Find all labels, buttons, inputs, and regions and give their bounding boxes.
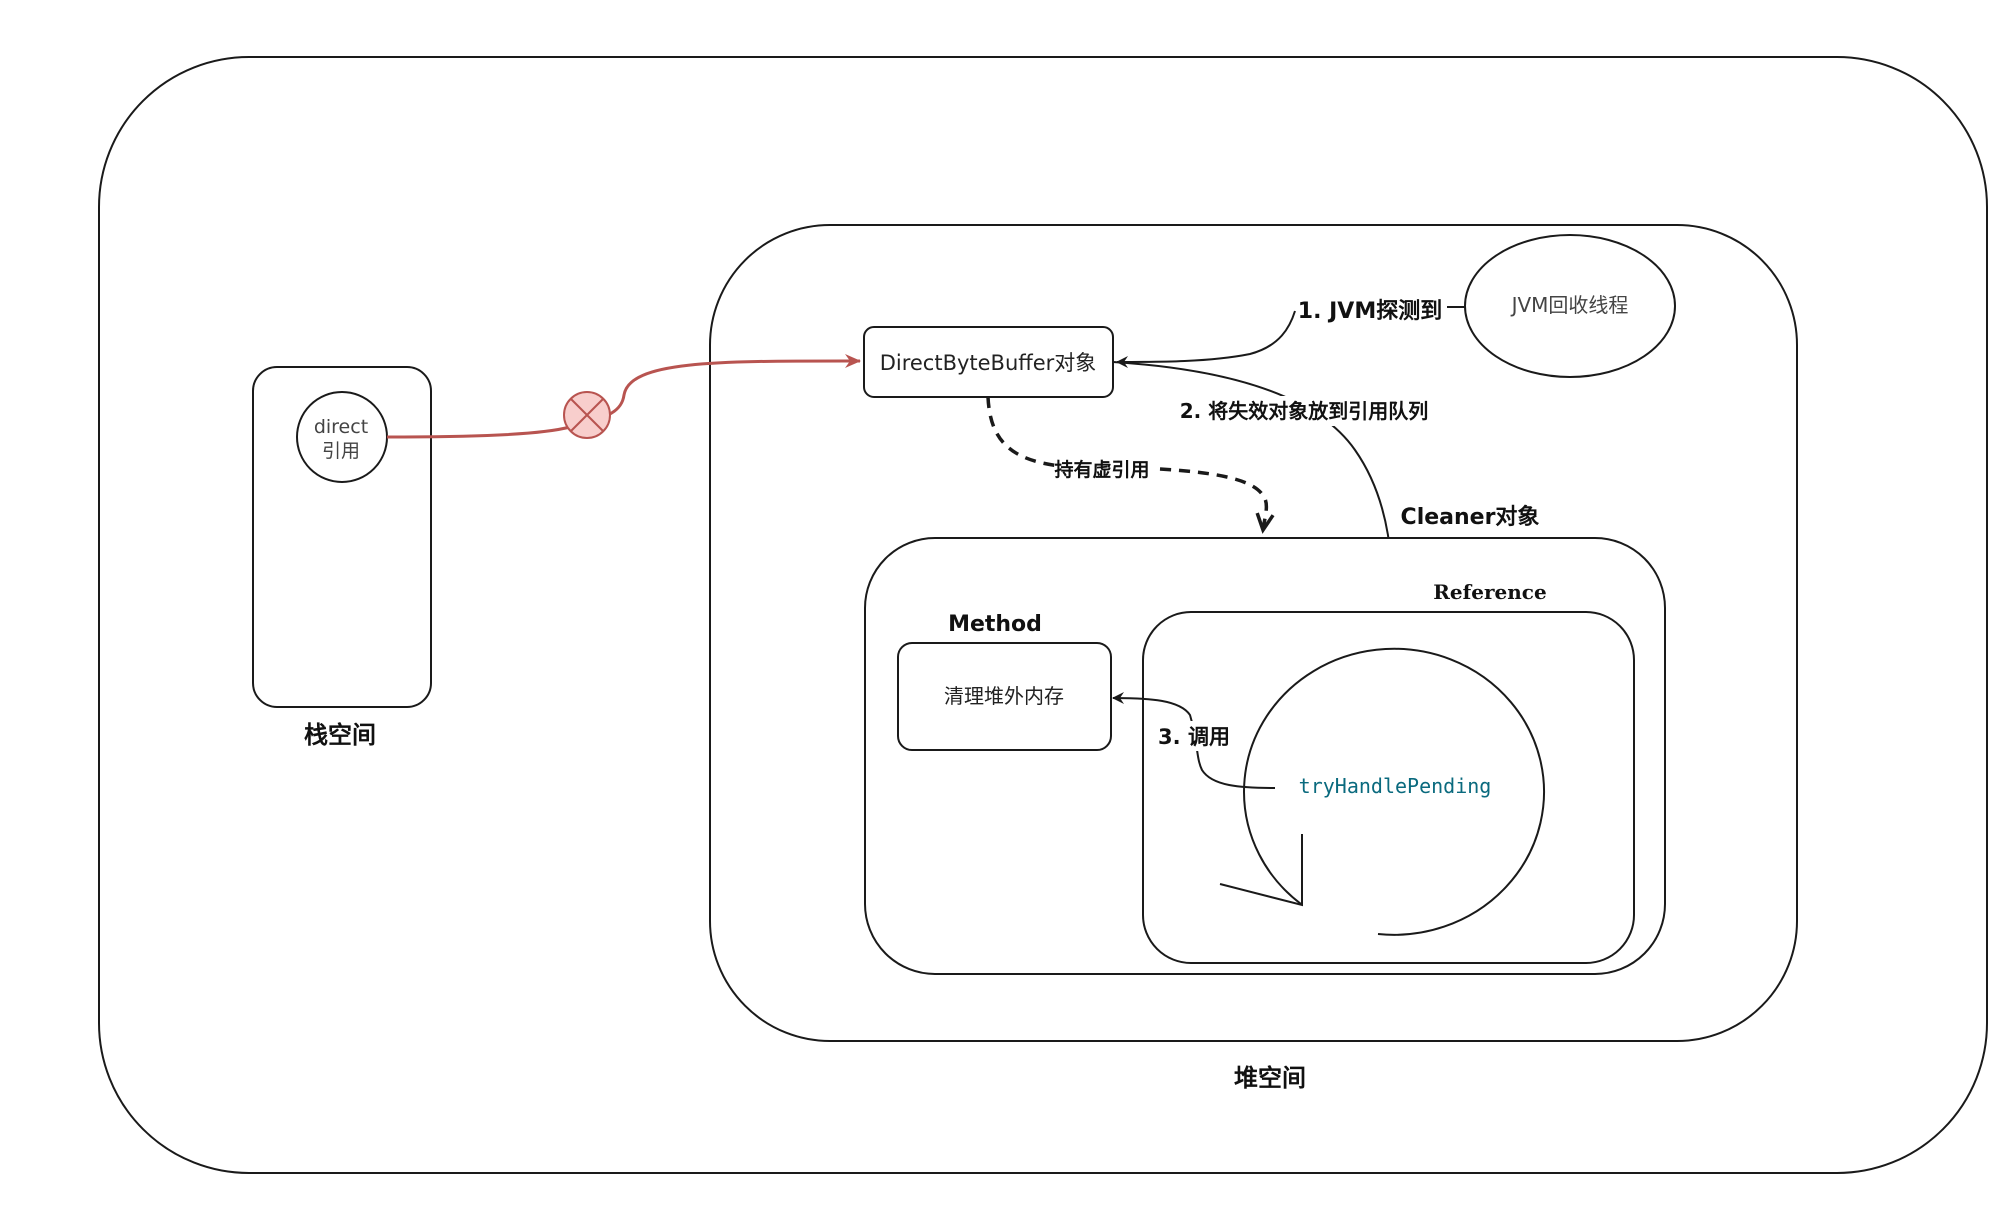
broken-reference-cross-icon [563,391,611,439]
heap-space-label: 堆空间 [1234,1064,1306,1092]
direct-byte-buffer-label: DirectByteBuffer对象 [880,351,1097,375]
holds-phantom-reference-label: 持有虚引用 [1054,458,1149,481]
clean-offheap-memory-node[interactable] [897,642,1112,751]
direct-reference-label-2: 引用 [322,440,360,462]
stack-space-label: 栈空间 [304,721,376,749]
put-to-queue-label: 2. 将失效对象放到引用队列 [1180,399,1428,423]
holds-phantom-reference-edge[interactable] [986,396,1266,530]
reference-label: Reference [1433,580,1546,604]
broken-reference-edge[interactable] [386,353,861,439]
cleaner-object-label: Cleaner对象 [1401,504,1540,530]
jvm-thread-label: JVM回收线程 [1510,293,1629,317]
stack-space-box[interactable] [252,366,432,708]
jvm-detect-label: 1. JVM探测到 [1298,298,1442,324]
try-handle-pending-loop-icon [1243,647,1546,936]
direct-reference-label: direct [314,416,368,438]
try-handle-pending-label: tryHandlePending [1299,774,1492,798]
clean-offheap-memory-label: 清理堆外内存 [944,684,1064,708]
loop-arrowhead [1219,834,1303,907]
invoke-label: 3. 调用 [1158,725,1230,749]
jvm-detect-edge[interactable] [1117,306,1465,362]
method-label: Method [948,612,1042,637]
reference-container[interactable] [1142,611,1635,964]
